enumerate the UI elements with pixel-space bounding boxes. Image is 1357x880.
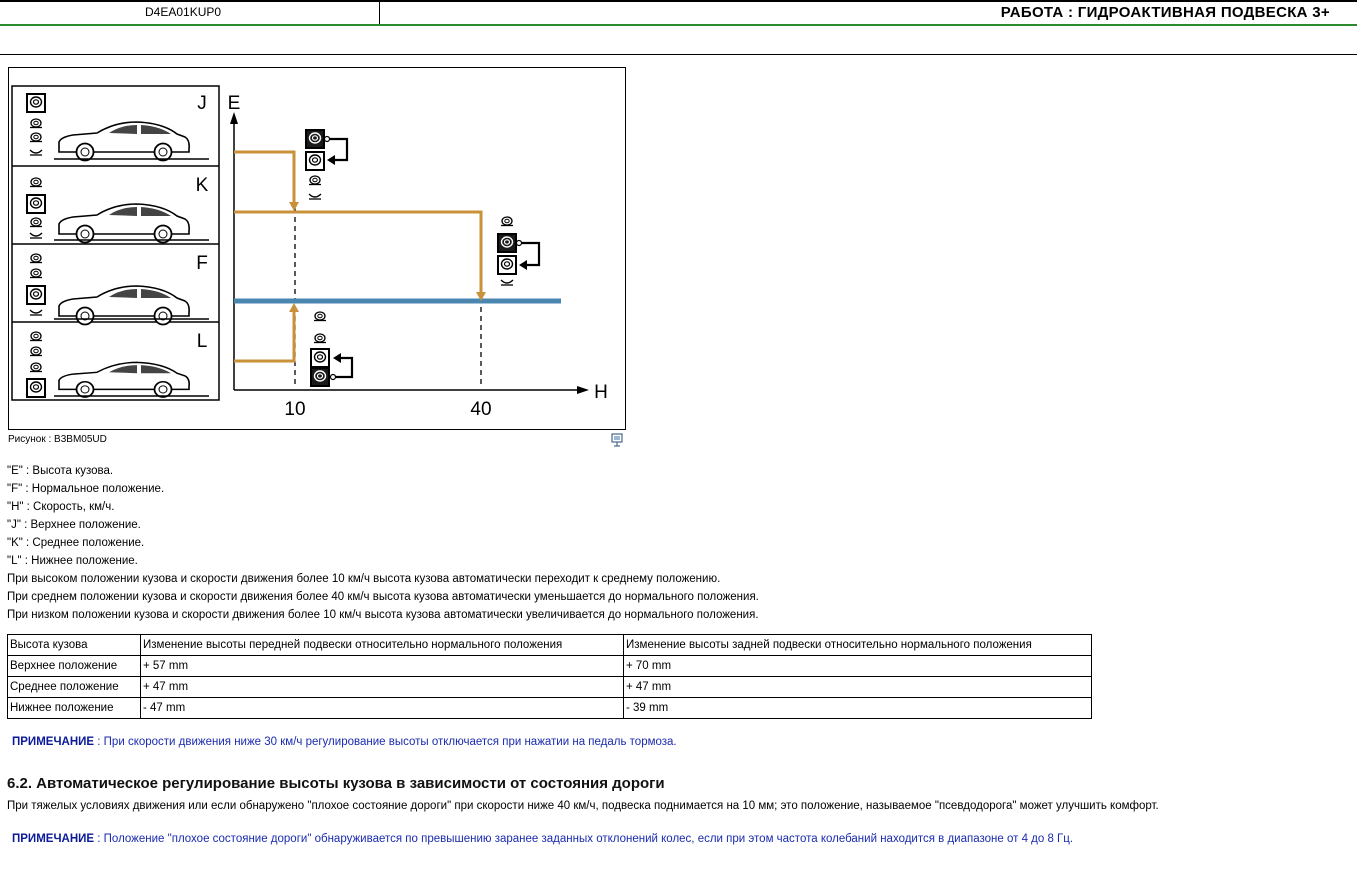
note-label: ПРИМЕЧАНИЕ — [12, 736, 95, 748]
suspension-height-table: Высота кузова Изменение высоты передней … — [7, 634, 1092, 719]
note-text: : При скорости движения ниже 30 км/ч рег… — [94, 736, 677, 748]
legend-line: "L" : Нижнее положение. — [7, 555, 138, 567]
table-cell: + 70 mm — [623, 655, 1092, 677]
header-top-rule — [0, 0, 1357, 2]
vehicle-positions-panel: J K F — [11, 85, 220, 401]
note-text: : Положение "плохое состояние дороги" об… — [94, 833, 1074, 845]
description-line: При высоком положении кузова и скорости … — [7, 573, 721, 585]
tick-label-10: 10 — [284, 399, 305, 420]
section-paragraph: При тяжелых условиях движения или если о… — [7, 800, 1159, 812]
table-header-row: Высота кузова Изменение высоты передней … — [7, 634, 1092, 656]
table-cell: + 57 mm — [140, 655, 624, 677]
table-cell: - 39 mm — [623, 697, 1092, 719]
legend-line: "H" : Скорость, км/ч. — [7, 501, 115, 513]
legend-line: "K" : Среднее положение. — [7, 537, 145, 549]
table-cell: Нижнее положение — [7, 697, 141, 719]
document-header: D4EA01KUP0 РАБОТА : ГИДРОАКТИВНАЯ ПОДВЕС… — [0, 0, 1357, 26]
transition-icons-high — [305, 129, 349, 200]
tick-label-40: 40 — [470, 399, 491, 420]
header-green-rule — [0, 24, 1357, 26]
label-j: J — [197, 93, 207, 114]
label-l: L — [197, 331, 208, 352]
axis-label-e: E — [228, 93, 241, 114]
high-to-medium-line — [234, 150, 296, 204]
table-cell: Верхнее положение — [7, 655, 141, 677]
medium-to-normal-line — [234, 210, 483, 294]
figure-caption: Рисунок : B3BM05UD — [8, 434, 107, 445]
transition-icons-low — [310, 311, 354, 387]
table-cell: + 47 mm — [623, 676, 1092, 698]
section-heading: 6.2. Автоматическое регулирование высоты… — [7, 775, 665, 792]
axis-label-h: H — [594, 382, 608, 403]
table-header-cell: Высота кузова — [7, 634, 141, 656]
legend-text: "E" : Высота кузова. "F" : Нормальное по… — [7, 462, 759, 624]
transition-icons-medium — [497, 216, 541, 286]
note-label: ПРИМЕЧАНИЕ — [12, 833, 95, 845]
legend-line: "J" : Верхнее положение. — [7, 519, 141, 531]
row-l: L — [26, 331, 209, 398]
description-line: При среднем положении кузова и скорости … — [7, 591, 759, 603]
table-cell: Среднее положение — [7, 676, 141, 698]
note-brake: ПРИМЕЧАНИЕ : При скорости движения ниже … — [12, 736, 677, 748]
legend-line: "F" : Нормальное положение. — [7, 483, 165, 495]
table-row: Среднее положение + 47 mm + 47 mm — [7, 676, 1092, 698]
row-k: K — [26, 175, 209, 244]
print-icon[interactable] — [610, 433, 624, 447]
table-header-cell: Изменение высоты передней подвески относ… — [140, 634, 624, 656]
table-header-cell: Изменение высоты задней подвески относит… — [623, 634, 1092, 656]
document-title: РАБОТА : ГИДРОАКТИВНАЯ ПОДВЕСКА 3+ — [1000, 4, 1330, 21]
suspension-height-figure: J K F — [8, 67, 626, 430]
label-f: F — [196, 253, 208, 274]
note-road-condition: ПРИМЕЧАНИЕ : Положение "плохое состояние… — [12, 833, 1073, 845]
low-to-normal-line — [234, 310, 296, 363]
table-row: Нижнее положение - 47 mm - 39 mm — [7, 697, 1092, 719]
header-divider — [379, 2, 380, 24]
description-line: При низком положении кузова и скорости д… — [7, 609, 759, 621]
figure-svg: J K F — [11, 85, 608, 420]
table-row: Верхнее положение + 57 mm + 70 mm — [7, 655, 1092, 677]
legend-line: "E" : Высота кузова. — [7, 465, 114, 477]
row-j: J — [26, 93, 209, 162]
table-cell: + 47 mm — [140, 676, 624, 698]
row-f: F — [26, 253, 209, 326]
separator-rule — [0, 54, 1357, 55]
label-k: K — [196, 175, 209, 196]
document-code: D4EA01KUP0 — [145, 5, 222, 19]
table-cell: - 47 mm — [140, 697, 624, 719]
speed-height-graph: E H 10 40 — [228, 93, 608, 420]
